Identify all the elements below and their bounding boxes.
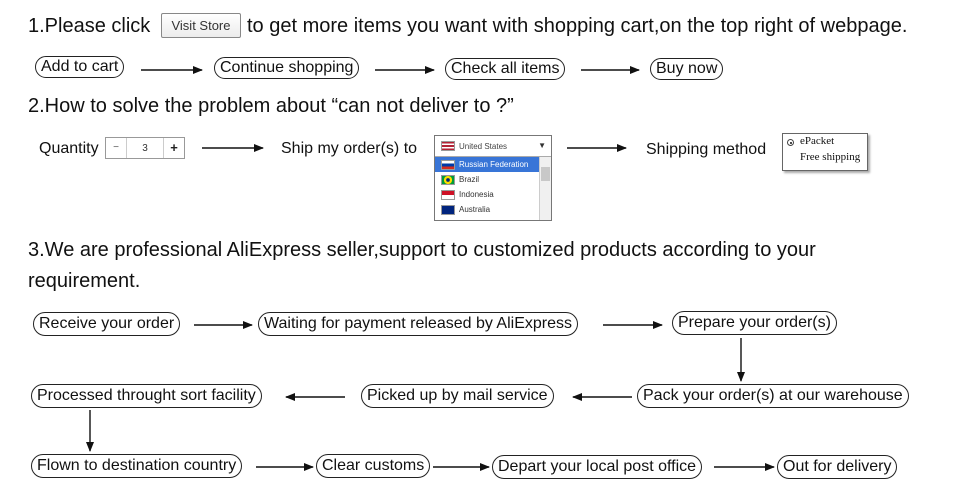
scrollbar-thumb[interactable] xyxy=(541,167,550,181)
flow-picked-up: Picked up by mail service xyxy=(361,384,554,408)
country-option-label: Indonesia xyxy=(459,190,494,199)
dropdown-scrollbar[interactable] xyxy=(539,157,551,220)
country-option-brazil[interactable]: Brazil xyxy=(435,172,539,187)
country-option-russia[interactable]: Russian Federation xyxy=(435,157,539,172)
australia-flag-icon xyxy=(441,204,455,215)
country-option-label: Russian Federation xyxy=(459,160,529,169)
flow-pack-order: Pack your order(s) at our warehouse xyxy=(637,384,909,408)
country-select[interactable]: United States ▼ Russian Federation Brazi… xyxy=(434,135,552,221)
section2-title: 2.How to solve the problem about “can no… xyxy=(28,95,514,117)
flow-sort-facility: Processed throught sort facility xyxy=(31,384,262,408)
plus-icon[interactable]: + xyxy=(163,138,184,158)
method-price: Free shipping xyxy=(800,151,861,163)
ship-to-label: Ship my order(s) to xyxy=(281,140,418,157)
section1-suffix: to get more items you want with shopping… xyxy=(247,15,908,37)
country-option-label: Australia xyxy=(459,205,491,214)
quantity-label: Quantity xyxy=(39,140,99,157)
minus-icon[interactable]: − xyxy=(106,138,127,158)
flow-flown-destination: Flown to destination country xyxy=(31,454,243,478)
shipping-method-option[interactable]: ePacket Free shipping xyxy=(782,133,868,171)
country-option-australia[interactable]: Australia xyxy=(435,202,539,217)
russia-flag-icon xyxy=(441,159,455,170)
indonesia-flag-icon xyxy=(441,189,455,200)
flow-waiting-payment: Waiting for payment released by AliExpre… xyxy=(258,312,578,336)
method-name: ePacket xyxy=(800,135,835,147)
step-add-to-cart: Add to cart xyxy=(35,56,125,78)
country-option-indonesia[interactable]: Indonesia xyxy=(435,187,539,202)
quantity-stepper[interactable]: − 3 + xyxy=(105,137,185,159)
flow-receive-order: Receive your order xyxy=(33,312,181,336)
us-flag-icon xyxy=(441,141,455,151)
step-continue-shopping: Continue shopping xyxy=(214,57,360,79)
flow-out-for-delivery: Out for delivery xyxy=(777,455,898,479)
country-select-current[interactable]: United States ▼ xyxy=(435,136,551,157)
section3-title-line1: 3.We are professional AliExpress seller,… xyxy=(28,239,816,261)
brazil-flag-icon xyxy=(441,174,455,185)
country-option-label: Brazil xyxy=(459,175,480,184)
section1-prefix: 1.Please click xyxy=(28,15,151,37)
flow-prepare-order: Prepare your order(s) xyxy=(672,311,837,335)
flow-depart-post-office: Depart your local post office xyxy=(492,455,703,479)
step-check-all-items: Check all items xyxy=(445,58,566,80)
quantity-value[interactable]: 3 xyxy=(142,142,148,154)
selected-country: United States xyxy=(459,141,508,151)
flow-clear-customs: Clear customs xyxy=(316,454,431,478)
radio-selected-icon[interactable] xyxy=(787,139,794,146)
shipping-method-label: Shipping method xyxy=(646,141,767,158)
chevron-down-icon[interactable]: ▼ xyxy=(538,141,546,150)
step-buy-now: Buy now xyxy=(650,58,724,80)
section3-title-line2: requirement. xyxy=(28,270,141,292)
visit-store-button[interactable]: Visit Store xyxy=(161,13,241,38)
